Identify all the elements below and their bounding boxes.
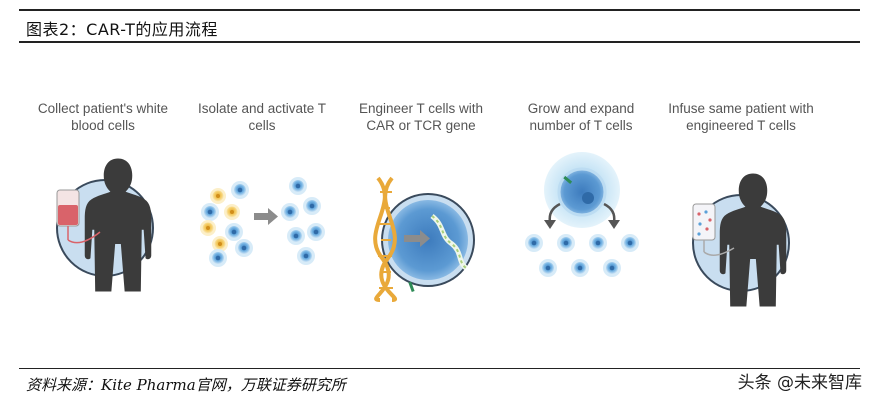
receptor-icon bbox=[563, 175, 573, 184]
arrow-right-icon bbox=[404, 230, 430, 247]
cell-nucleus bbox=[582, 192, 594, 204]
bottom-rule bbox=[19, 368, 860, 369]
curved-arrow-right-icon bbox=[603, 202, 620, 229]
watermark: 头条 @未来智库 bbox=[737, 373, 862, 393]
isolate-illustration bbox=[200, 177, 325, 267]
top-rule bbox=[19, 9, 860, 11]
dna-helix-icon bbox=[373, 176, 397, 302]
gene-strand-icon bbox=[430, 214, 468, 270]
curved-arrow-left-icon bbox=[544, 202, 561, 229]
step-label-infuse: Infuse same patient with engineered T ce… bbox=[668, 101, 814, 133]
title-rule bbox=[19, 41, 860, 43]
arrow-right-icon bbox=[254, 208, 278, 225]
cell-infusion-bag-icon bbox=[692, 203, 735, 256]
step-label-engineer: Engineer T cells with CAR or TCR gene bbox=[358, 101, 484, 133]
infuse-illustration bbox=[692, 173, 790, 307]
step-label-collect: Collect patient's white blood cells bbox=[37, 101, 169, 133]
step-label-expand: Grow and expand number of T cells bbox=[527, 101, 635, 133]
step-label-isolate: Isolate and activate T cells bbox=[197, 101, 327, 133]
source-note: 资料来源：Kite Pharma官网，万联证券研究所 bbox=[26, 376, 346, 394]
figure-title: 图表2：CAR-T的应用流程 bbox=[26, 20, 218, 39]
expand-illustration bbox=[525, 152, 639, 277]
engineered-cell bbox=[557, 167, 607, 217]
collect-illustration bbox=[56, 158, 154, 292]
blood-bag-icon bbox=[56, 189, 101, 244]
receptor-icon bbox=[408, 281, 415, 293]
engineer-illustration bbox=[373, 176, 475, 302]
